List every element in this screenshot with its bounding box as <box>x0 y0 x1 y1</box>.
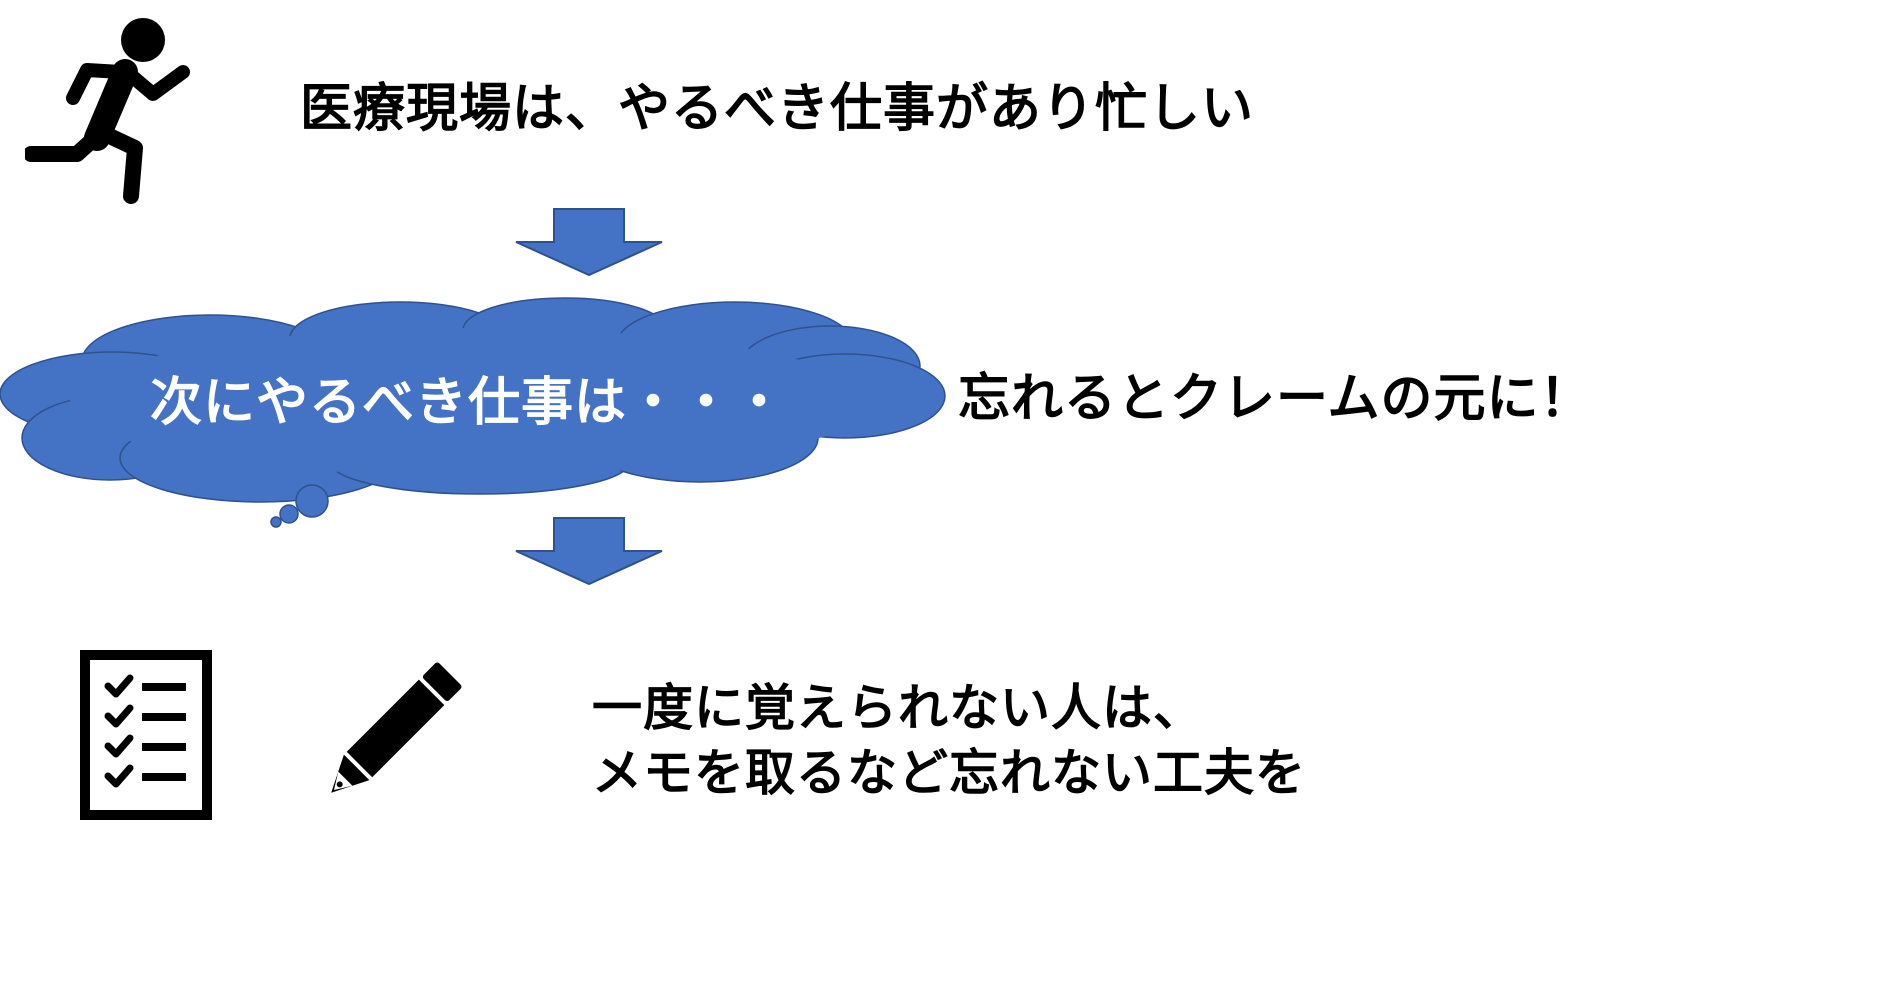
top-text: 医療現場は、やるべき仕事があり忙しい <box>300 79 1255 139</box>
bottom-text: 一度に覚えられない人は、 メモを取るなど忘れない工夫を <box>592 676 1306 806</box>
bottom-text-line-2: メモを取るなど忘れない工夫を <box>592 744 1306 802</box>
pencil-icon <box>318 658 466 806</box>
checklist-icon <box>80 650 212 820</box>
bottom-text-line-1: 一度に覚えられない人は、 <box>592 679 1204 737</box>
down-arrow-icon <box>514 517 664 585</box>
cloud-text: 次にやるべき仕事は・・・ <box>150 373 787 433</box>
thought-cloud <box>0 296 950 528</box>
right-text: 忘れるとクレームの元に！ <box>958 369 1593 429</box>
running-person-icon <box>25 10 195 205</box>
down-arrow-icon <box>514 208 664 276</box>
